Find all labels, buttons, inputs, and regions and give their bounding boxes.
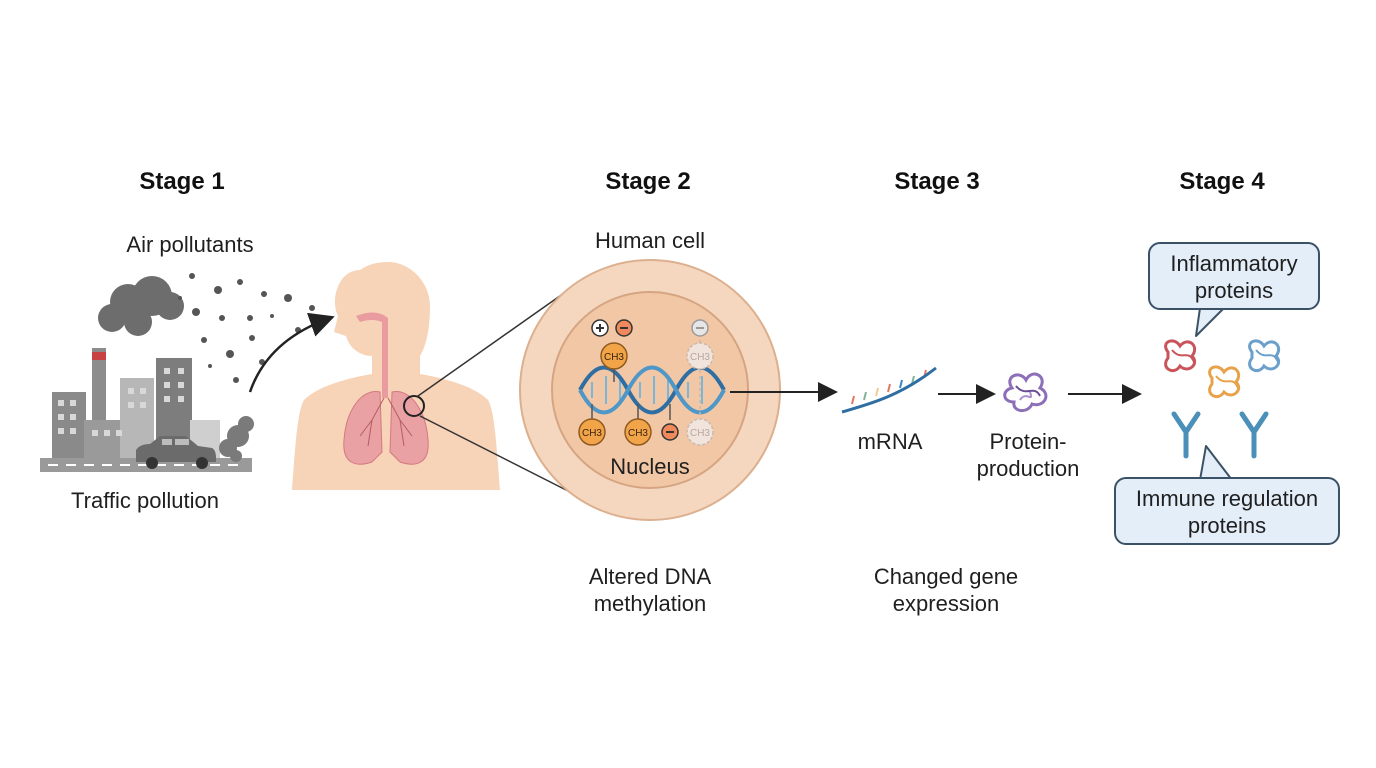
traffic-pollution-label: Traffic pollution [71,488,219,513]
human-cell: CH3 CH3 CH3 CH3 CH3 [519,259,781,521]
protein-production-line-1: Protein- [989,429,1067,454]
negative-charge-icon [661,423,679,441]
svg-text:CH3: CH3 [604,352,624,363]
stage-2-title: Stage 2 [605,168,691,195]
smoke-cloud-icon [98,276,184,336]
changed-gene-line-1: Changed gene [873,564,1019,589]
inflammatory-line-1: Inflammatory [1170,251,1298,276]
methyl-group-icon: CH3 [578,418,606,446]
building [52,392,86,460]
svg-text:CH3: CH3 [690,428,710,439]
protein-icon [1003,372,1048,412]
inflammatory-protein-icon [1248,339,1281,372]
nucleus-label: Nucleus [610,454,690,479]
svg-text:CH3: CH3 [690,352,710,363]
inflammatory-proteins-bubble: Inflammatory proteins [1148,242,1320,310]
inhalation-arrow [248,312,335,393]
mrna-strand-icon [841,366,937,414]
exhaust-smoke-icon [219,416,254,462]
car-icon [136,436,216,469]
immune-line-1: Immune regulation [1135,486,1319,511]
svg-text:CH3: CH3 [582,428,602,439]
antibody-icon [1239,411,1269,459]
removed-charge-icon [691,319,709,337]
mrna-label: mRNA [857,429,923,454]
svg-text:CH3: CH3 [628,428,648,439]
protein-production-label: Protein- production [958,428,1098,482]
altered-dna-methylation-label: Altered DNA methylation [560,563,740,617]
negative-charge-icon [615,319,633,337]
antibody-icon [1171,411,1201,459]
removed-methyl-group-icon: CH3 [686,342,714,370]
lungs-icon [343,391,383,465]
positive-charge-icon [591,319,609,337]
changed-gene-line-2: expression [892,591,1000,616]
zoom-circle [403,395,425,417]
altered-dna-line-2: methylation [593,591,707,616]
protein-production-line-2: production [976,456,1080,481]
air-pollutants-label: Air pollutants [126,232,254,257]
inflammatory-line-2: proteins [1194,278,1274,303]
pollutant-particles [178,273,315,383]
stage-1-title: Stage 1 [139,168,225,195]
altered-dna-line-1: Altered DNA [588,564,712,589]
methyl-group-icon: CH3 [624,418,652,446]
stage-4-title: Stage 4 [1179,168,1265,195]
methyl-group-icon: CH3 [600,342,628,370]
city-illustration [40,276,254,472]
immune-line-2: proteins [1187,513,1267,538]
chimney [92,348,106,428]
removed-methyl-group-icon: CH3 [686,418,714,446]
stage-3-title: Stage 3 [894,168,980,195]
inflammatory-protein-icon [1164,339,1197,372]
human-figure [292,262,500,490]
inflammatory-protein-icon [1208,365,1241,398]
human-cell-label: Human cell [594,228,706,253]
immune-regulation-proteins-bubble: Immune regulation proteins [1114,477,1340,545]
changed-gene-expression-label: Changed gene expression [846,563,1046,617]
